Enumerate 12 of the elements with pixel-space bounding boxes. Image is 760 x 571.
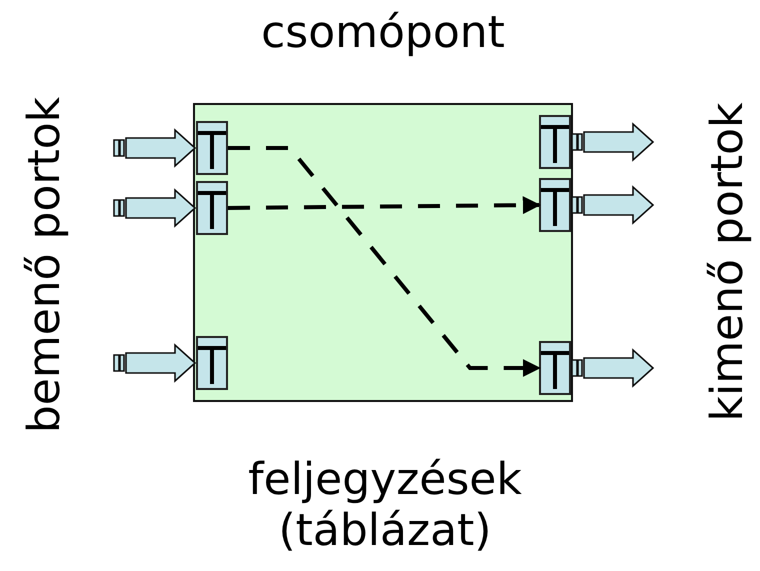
side-label: bemenő portok bbox=[23, 96, 67, 434]
arrow bbox=[228, 146, 541, 377]
port-arrow bbox=[113, 343, 196, 383]
node-title: csomópont bbox=[260, 11, 506, 55]
arrow bbox=[228, 196, 541, 214]
port-arrow bbox=[571, 185, 654, 225]
port-arrow bbox=[113, 188, 196, 228]
port-arrow bbox=[571, 122, 654, 162]
port-arrow bbox=[571, 348, 654, 388]
side-label: kimenő portok bbox=[706, 102, 750, 422]
port-arrow bbox=[113, 128, 196, 168]
caption-label: feljegyzések (táblázat) bbox=[247, 455, 523, 556]
